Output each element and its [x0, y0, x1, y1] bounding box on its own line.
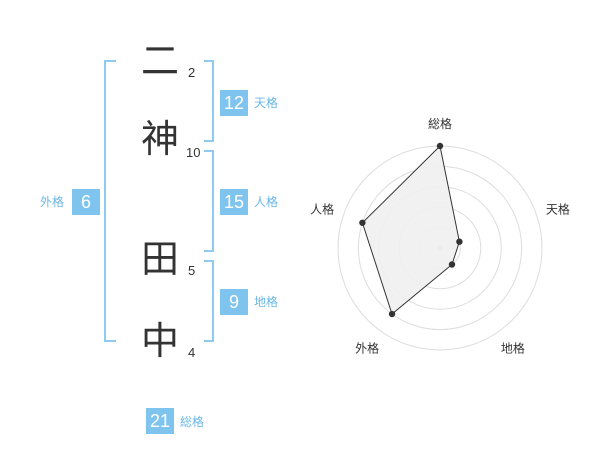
gaikaku-bracket	[104, 60, 116, 342]
radar-point-3	[448, 261, 456, 268]
radar-axis-label-1: 総格	[428, 116, 452, 131]
radar-axis-label-5: 人格	[310, 202, 334, 217]
stroke-count-4: 4	[188, 345, 196, 360]
radar-point-1	[436, 142, 444, 150]
stroke-count-1: 2	[188, 65, 196, 80]
chikaku-badge: 9	[220, 289, 248, 315]
stroke-count-3: 5	[188, 263, 196, 278]
tenkaku-badge: 12	[220, 90, 248, 116]
jinkaku-bracket	[204, 150, 214, 252]
radar-area	[361, 144, 460, 315]
radar-axis-label-3: 地格	[501, 340, 525, 355]
stroke-count-2: 10	[186, 145, 201, 160]
tenkaku-label: 天格	[254, 96, 279, 110]
radar-point-2	[456, 238, 463, 245]
radar-axis-label-4: 外格	[355, 340, 379, 355]
radar-point-5	[359, 219, 366, 226]
soukaku-badge: 21	[146, 408, 174, 434]
name-char-4: 中	[140, 319, 179, 363]
name-char-1: 二	[140, 39, 179, 83]
chikaku-label: 地格	[254, 295, 279, 309]
chikaku-bracket	[204, 260, 214, 342]
gaikaku-label: 外格	[40, 195, 65, 209]
name-char-3: 田	[140, 237, 179, 281]
jinkaku-badge: 15	[220, 189, 248, 215]
radar-axis-label-2: 天格	[546, 202, 570, 217]
gaikaku-badge: 6	[72, 189, 100, 215]
soukaku-label: 総格	[180, 415, 205, 429]
jinkaku-label: 人格	[254, 195, 279, 209]
tenkaku-bracket	[204, 60, 214, 142]
radar-point-4	[388, 310, 396, 318]
name-char-2: 神	[140, 117, 179, 161]
